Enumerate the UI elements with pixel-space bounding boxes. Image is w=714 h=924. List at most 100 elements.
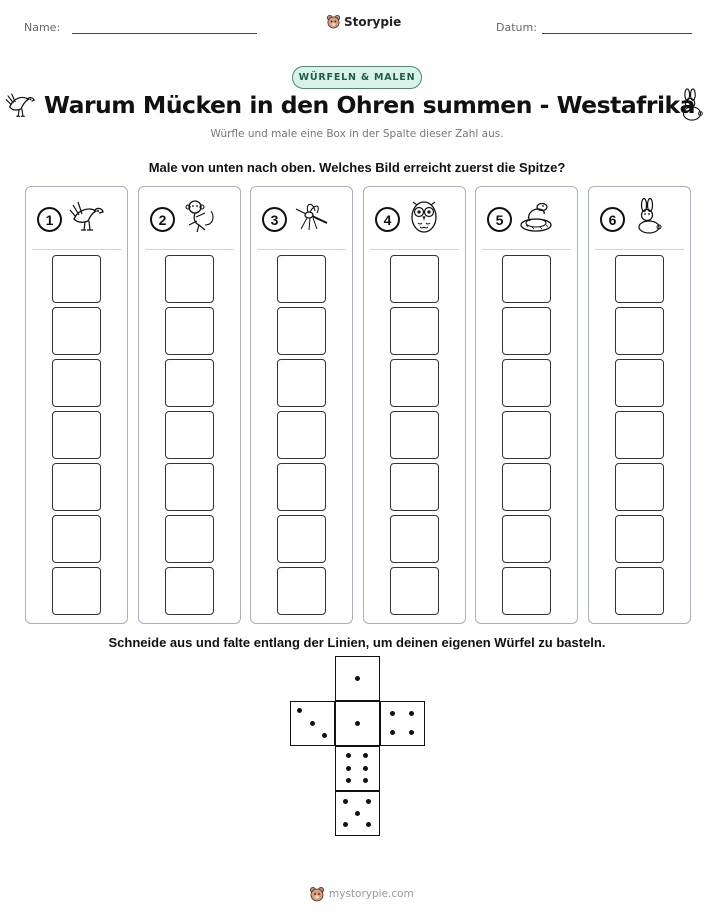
page-title: Warum Mücken in den Ohren summen - Westa… bbox=[44, 91, 696, 119]
color-box[interactable] bbox=[52, 359, 101, 407]
color-box[interactable] bbox=[390, 359, 439, 407]
column-3: 3 bbox=[250, 186, 353, 624]
color-box[interactable] bbox=[615, 515, 664, 563]
color-box[interactable] bbox=[502, 515, 551, 563]
die-pip bbox=[362, 778, 368, 784]
color-box[interactable] bbox=[615, 255, 664, 303]
die-pip bbox=[346, 778, 352, 784]
color-box[interactable] bbox=[390, 255, 439, 303]
column-divider bbox=[370, 249, 459, 250]
color-box[interactable] bbox=[502, 567, 551, 615]
die-face-1 bbox=[335, 656, 380, 701]
color-box[interactable] bbox=[165, 515, 214, 563]
color-box[interactable] bbox=[52, 515, 101, 563]
die-pip bbox=[322, 733, 328, 739]
die-pip bbox=[366, 798, 372, 804]
die-pip bbox=[346, 752, 352, 758]
bird-icon bbox=[69, 201, 104, 231]
column-5: 5 bbox=[475, 186, 578, 624]
color-box[interactable] bbox=[52, 411, 101, 459]
die-pip bbox=[354, 810, 360, 816]
die-pip bbox=[366, 822, 372, 828]
color-box[interactable] bbox=[165, 307, 214, 355]
die-pip bbox=[346, 765, 352, 771]
mosquito-icon bbox=[295, 203, 328, 231]
column-number: 6 bbox=[600, 207, 625, 232]
die-pip bbox=[342, 822, 348, 828]
die-face-5 bbox=[335, 791, 380, 836]
color-box[interactable] bbox=[502, 255, 551, 303]
color-box[interactable] bbox=[390, 463, 439, 511]
color-box[interactable] bbox=[502, 359, 551, 407]
column-number: 2 bbox=[150, 207, 175, 232]
coloring-instruction: Male von unten nach oben. Welches Bild e… bbox=[148, 160, 566, 175]
color-box[interactable] bbox=[277, 463, 326, 511]
die-pip bbox=[354, 675, 360, 681]
color-box[interactable] bbox=[502, 411, 551, 459]
name-label: Name: bbox=[24, 21, 61, 34]
column-divider bbox=[482, 249, 571, 250]
color-box[interactable] bbox=[52, 307, 101, 355]
color-box[interactable] bbox=[390, 567, 439, 615]
die-pip bbox=[408, 711, 414, 717]
color-box[interactable] bbox=[52, 255, 101, 303]
color-box[interactable] bbox=[615, 359, 664, 407]
die-pip bbox=[408, 729, 414, 735]
color-box[interactable] bbox=[277, 307, 326, 355]
color-box[interactable] bbox=[165, 411, 214, 459]
color-box[interactable] bbox=[390, 411, 439, 459]
die-pip bbox=[390, 711, 396, 717]
rabbit-icon bbox=[638, 197, 662, 234]
color-box[interactable] bbox=[277, 411, 326, 459]
column-number: 4 bbox=[375, 207, 400, 232]
color-box[interactable] bbox=[277, 515, 326, 563]
name-line[interactable] bbox=[72, 33, 257, 34]
owl-icon bbox=[411, 201, 437, 233]
color-box[interactable] bbox=[165, 463, 214, 511]
color-box[interactable] bbox=[615, 463, 664, 511]
die-pip bbox=[362, 765, 368, 771]
footer-url[interactable]: mystorypie.com bbox=[329, 888, 414, 900]
color-box[interactable] bbox=[52, 567, 101, 615]
column-1: 1 bbox=[25, 186, 128, 624]
color-box[interactable] bbox=[277, 567, 326, 615]
color-box[interactable] bbox=[165, 359, 214, 407]
footer: mystorypie.com bbox=[309, 886, 414, 902]
monkey-icon bbox=[185, 200, 214, 233]
column-4: 4 bbox=[363, 186, 466, 624]
color-box[interactable] bbox=[615, 411, 664, 459]
column-number: 3 bbox=[262, 207, 287, 232]
bear-logo-icon bbox=[310, 887, 324, 902]
column-divider bbox=[257, 249, 346, 250]
color-box[interactable] bbox=[502, 307, 551, 355]
date-label: Datum: bbox=[496, 21, 537, 34]
bear-logo-icon bbox=[326, 14, 341, 29]
color-box[interactable] bbox=[165, 567, 214, 615]
die-face-6 bbox=[335, 746, 380, 791]
die-face-1 bbox=[335, 701, 380, 746]
column-number: 5 bbox=[487, 207, 512, 232]
column-divider bbox=[32, 249, 121, 250]
color-box[interactable] bbox=[277, 359, 326, 407]
category-badge: WÜRFELN & MALEN bbox=[292, 66, 422, 89]
die-pip bbox=[362, 752, 368, 758]
column-divider bbox=[145, 249, 234, 250]
die-pip bbox=[309, 720, 315, 726]
color-box[interactable] bbox=[52, 463, 101, 511]
column-6: 6 bbox=[588, 186, 691, 624]
color-box[interactable] bbox=[390, 515, 439, 563]
brand-logo: Storypie bbox=[326, 14, 401, 29]
color-box[interactable] bbox=[165, 255, 214, 303]
die-face-4 bbox=[380, 701, 425, 746]
color-box[interactable] bbox=[615, 567, 664, 615]
date-line[interactable] bbox=[542, 33, 692, 34]
die-pip bbox=[342, 798, 348, 804]
color-box[interactable] bbox=[502, 463, 551, 511]
color-box[interactable] bbox=[390, 307, 439, 355]
die-pip bbox=[296, 707, 302, 713]
rabbit-icon bbox=[682, 88, 703, 121]
color-box[interactable] bbox=[277, 255, 326, 303]
color-box[interactable] bbox=[615, 307, 664, 355]
subtitle: Würfle und male eine Box in der Spalte d… bbox=[210, 128, 504, 140]
snake-icon bbox=[520, 202, 552, 232]
